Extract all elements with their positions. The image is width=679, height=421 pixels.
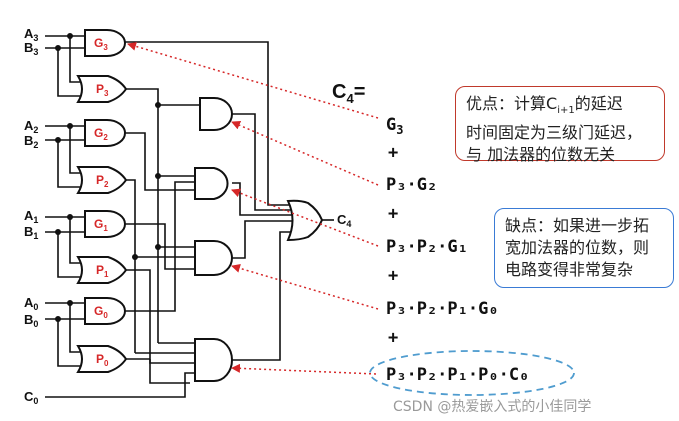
advantage-line-1: 优点：计算Ci+1的延迟 <box>466 94 623 117</box>
formula-plus-3: + <box>388 266 398 286</box>
or-gate-final <box>286 199 324 242</box>
disadvantage-line-2: 宽加法器的位数，则 <box>505 238 650 257</box>
gate-label-p0: P0 <box>96 352 109 368</box>
gate-label-g1: G1 <box>94 217 108 233</box>
gate-label-p2: P2 <box>96 173 109 189</box>
input-label-a2: A2 <box>24 118 38 135</box>
gate-label-g2: G2 <box>94 126 108 142</box>
input-label-b0: B0 <box>24 312 38 329</box>
advantage-line-3: 与 加法器的位数无关 <box>466 145 616 165</box>
formula-term-p3p2g1: P₃·P₂·G₁ <box>386 237 468 257</box>
disadvantage-note: 缺点：如果进一步拓 宽加法器的位数，则 电路变得非常复杂 <box>494 208 674 288</box>
formula-term-p3p2p1p0c0: P₃·P₂·P₁·P₀·C₀ <box>386 365 529 385</box>
gate-label-g0: G0 <box>94 304 108 320</box>
disadvantage-line-1: 缺点：如果进一步拓 <box>505 216 650 235</box>
advantage-note: 优点：计算Ci+1的延迟 时间固定为三级门延迟， 与 加法器的位数无关 <box>455 86 665 164</box>
and-gate-g0 <box>84 297 126 325</box>
and-gate-g1 <box>84 210 126 238</box>
or-gate-p2 <box>76 166 128 194</box>
arrows <box>127 41 379 375</box>
input-label-a3: A3 <box>24 26 38 43</box>
formula-plus-1: + <box>388 143 398 163</box>
input-label-a0: A0 <box>24 295 38 312</box>
and-gate-g2 <box>84 119 126 147</box>
input-label-b2: B2 <box>24 133 38 150</box>
or-gate-p3 <box>76 74 128 103</box>
highlight-ellipse <box>369 350 575 396</box>
and-gate-t4 <box>194 240 233 276</box>
watermark: CSDN @热爱嵌入式的小佳同学 <box>393 399 592 415</box>
formula-plus-2: + <box>388 204 398 224</box>
or-gate-p1 <box>76 255 128 285</box>
or-gate-p0 <box>76 345 128 373</box>
formula-plus-4: + <box>388 328 398 348</box>
gates <box>76 29 324 382</box>
input-label-c0: C0 <box>24 389 38 406</box>
advantage-line-2: 时间固定为三级门延迟， <box>466 123 643 143</box>
and-gate-t2 <box>199 97 233 131</box>
junctions <box>55 33 161 322</box>
input-label-a1: A1 <box>24 208 38 225</box>
formula-term-p3g2: P₃·G₂ <box>386 175 437 195</box>
formula-term-g3: G3 <box>386 115 403 137</box>
wires <box>45 35 334 398</box>
input-label-b3: B3 <box>24 40 38 57</box>
and-gate-t3 <box>194 167 229 200</box>
formula-term-p3p2p1g0: P₃·P₂·P₁·G₀ <box>386 299 499 319</box>
gate-label-p1: P1 <box>96 263 109 279</box>
and-gate-t5 <box>194 338 233 382</box>
output-label-c4: C4 <box>337 212 351 229</box>
formula-head: C4= <box>332 81 365 106</box>
disadvantage-line-3: 电路变得非常复杂 <box>505 260 634 279</box>
gate-label-p3: P3 <box>96 82 109 98</box>
gate-label-g3: G3 <box>94 36 108 52</box>
and-gate-g3 <box>84 29 126 57</box>
input-label-b1: B1 <box>24 224 38 241</box>
